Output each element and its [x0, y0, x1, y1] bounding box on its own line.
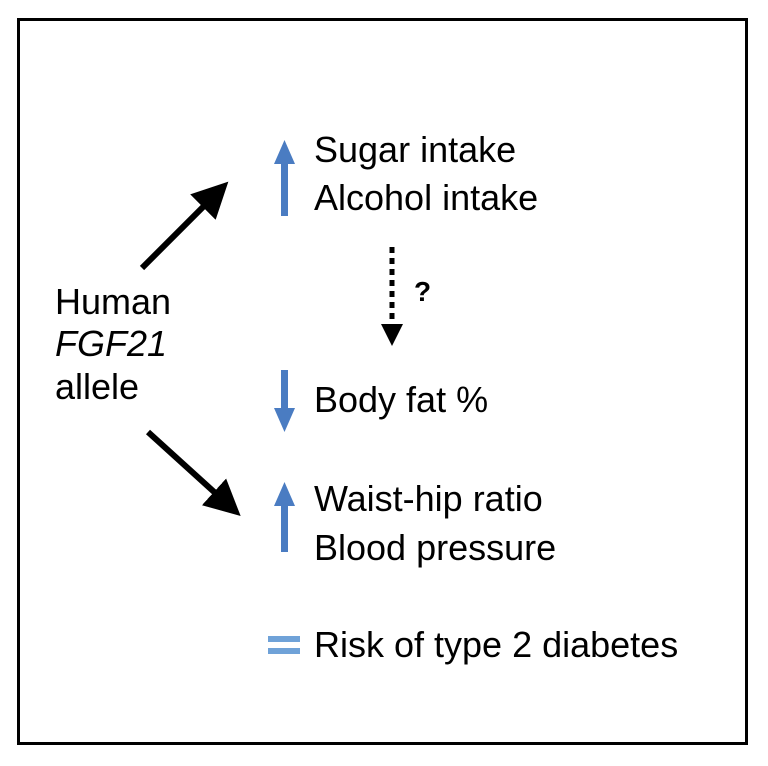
- alcohol-intake-label: Alcohol intake: [314, 177, 539, 218]
- source-label-line3: allele: [55, 366, 140, 407]
- sugar-intake-label: Sugar intake: [314, 129, 517, 170]
- unknown-link-label: ?: [414, 276, 432, 307]
- increase-arrow-icon: [274, 482, 295, 552]
- diagram-frame: [17, 18, 748, 745]
- increase-arrow-icon: [274, 140, 295, 216]
- decrease-arrow-icon: [274, 370, 295, 432]
- body-fat-label: Body fat %: [314, 379, 489, 420]
- equals-icon: [268, 636, 300, 654]
- arrow-to-cardio: [145, 429, 241, 517]
- dotted-arrow-head: [381, 324, 403, 346]
- blood-pressure-label: Blood pressure: [314, 527, 557, 568]
- source-label-gene: FGF21: [55, 323, 168, 364]
- arrow-to-intake: [139, 181, 229, 271]
- waist-hip-ratio-label: Waist-hip ratio: [314, 478, 543, 519]
- source-label-line1: Human: [55, 281, 172, 322]
- diabetes-risk-label: Risk of type 2 diabetes: [314, 624, 679, 665]
